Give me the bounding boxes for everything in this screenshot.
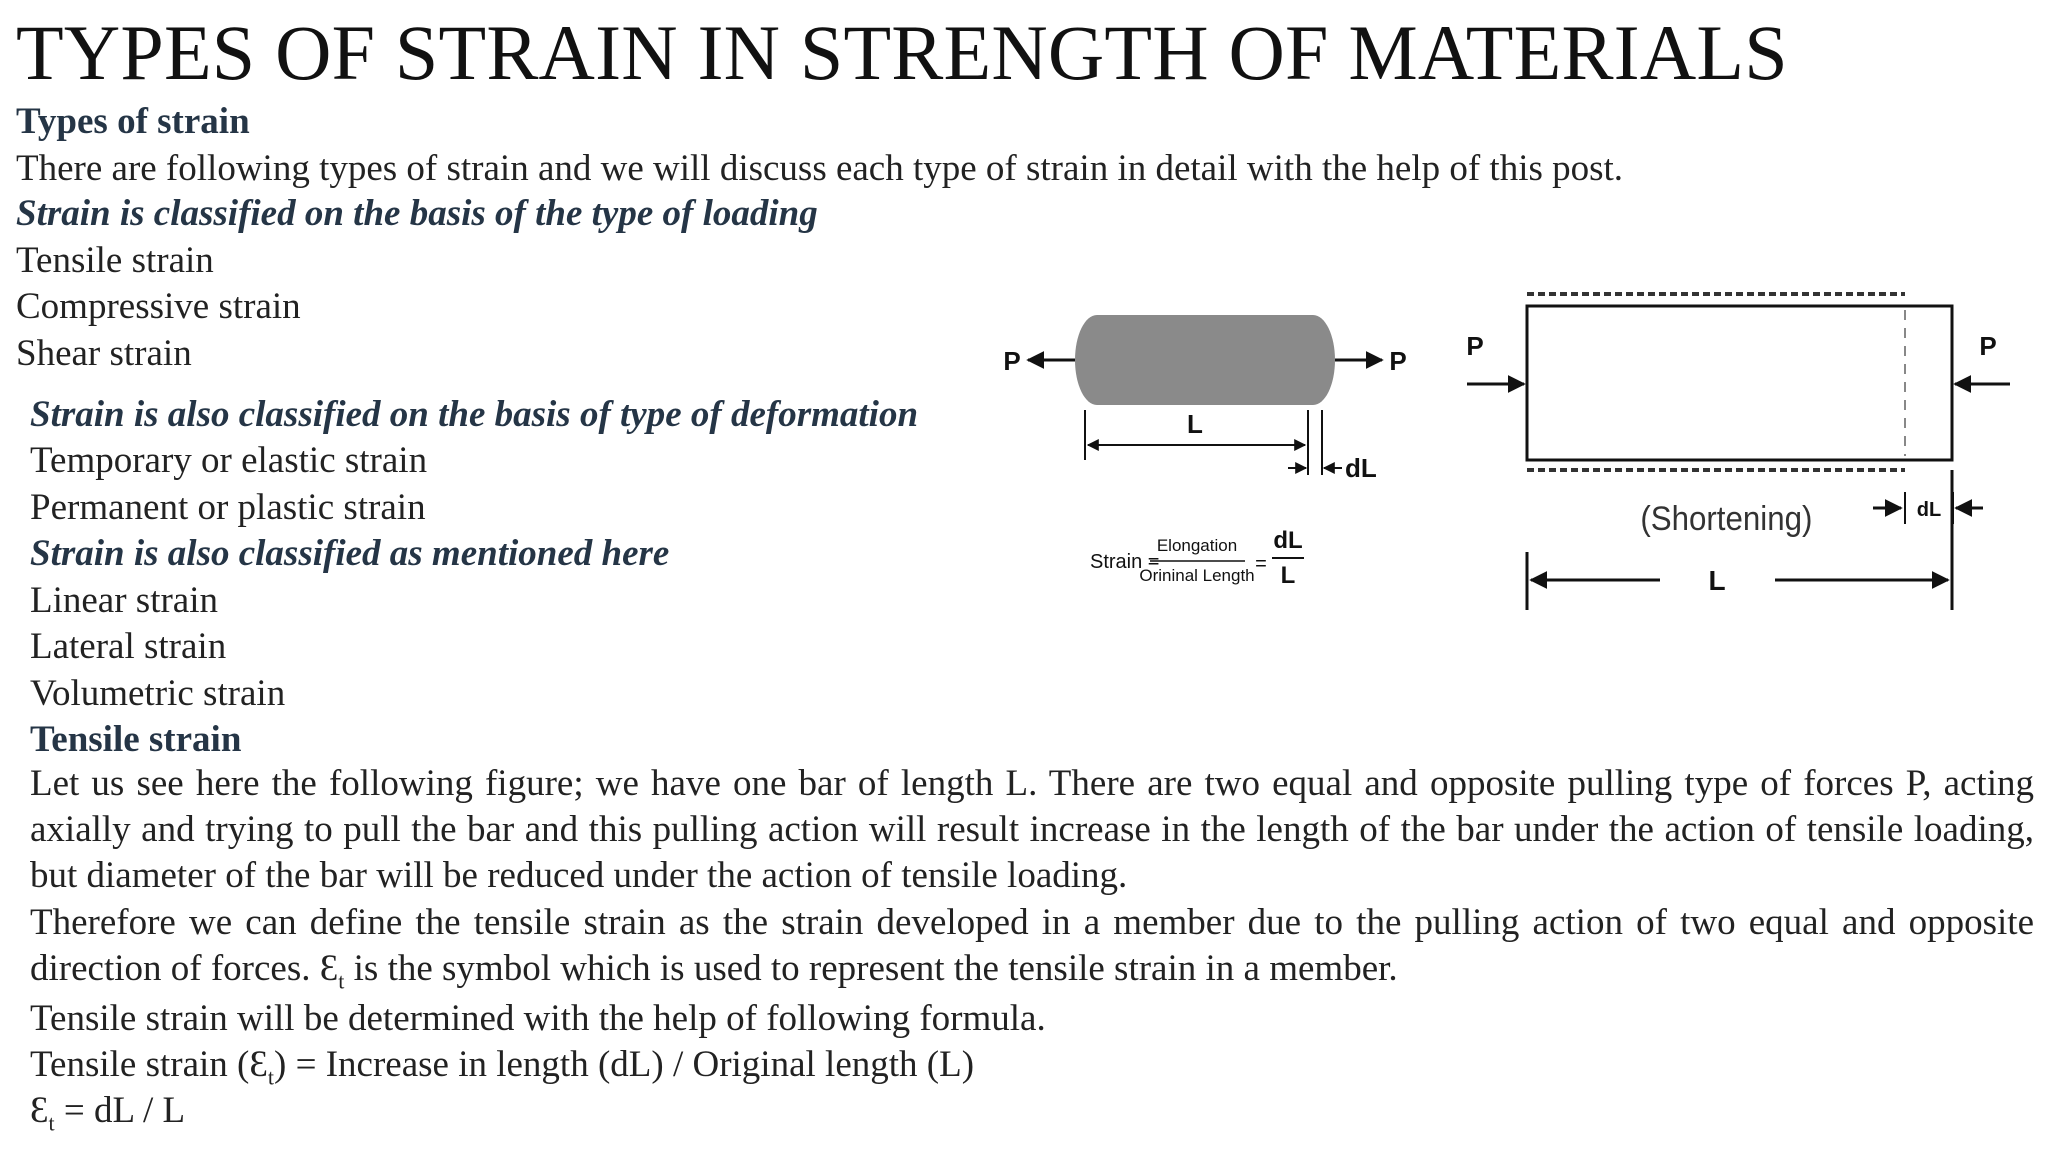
- delta-label: dL: [1345, 453, 1377, 483]
- list-item: Compressive strain: [16, 286, 301, 327]
- list-item: Temporary or elastic strain: [30, 440, 428, 481]
- tension-bar: [1075, 315, 1335, 405]
- strain-subscript: t: [267, 1064, 275, 1090]
- formula-denominator: Orininal Length: [1139, 566, 1254, 585]
- list-item: Tensile strain: [16, 240, 214, 281]
- list-item: Volumetric strain: [30, 673, 286, 714]
- force-left-label: P: [1466, 331, 1483, 361]
- strain-symbol: Ɛ: [249, 1044, 268, 1085]
- compression-member: [1525, 304, 1954, 462]
- formula-word-end: ) = Increase in length (dL) / Original l…: [274, 1044, 975, 1085]
- formula-numerator: Elongation: [1157, 536, 1237, 555]
- tensile-paragraph-2: Therefore we can define the tensile stra…: [30, 900, 2034, 992]
- strain-symbol: Ɛ: [30, 1090, 49, 1131]
- tensile-strain-heading: Tensile strain: [30, 719, 242, 760]
- list-item: Lateral strain: [30, 626, 227, 667]
- deformation-classification-heading: Strain is also classified on the basis o…: [30, 394, 919, 435]
- other-classification-heading: Strain is also classified as mentioned h…: [30, 533, 670, 574]
- force-right-label: P: [1389, 346, 1406, 376]
- formula-symbolic-end: = dL / L: [54, 1090, 186, 1131]
- section-heading: Types of strain: [16, 101, 250, 142]
- page-title: TYPES OF STRAIN IN STRENGTH OF MATERIALS: [16, 9, 1788, 96]
- length-label: L: [1187, 409, 1203, 439]
- strain-label: Strain =: [1090, 551, 1159, 573]
- paragraph-2-start: Therefore we can define the tensile stra…: [30, 902, 2034, 989]
- length-label: L: [1708, 565, 1725, 596]
- loading-classification-heading: Strain is classified on the basis of the…: [16, 193, 818, 234]
- intro-text: There are following types of strain and …: [16, 148, 1624, 189]
- delta-label: dL: [1917, 499, 1941, 521]
- list-item: Linear strain: [30, 580, 218, 621]
- list-item: Permanent or plastic strain: [30, 487, 426, 528]
- formula-intro: Tensile strain will be determined with t…: [30, 998, 1046, 1039]
- formula-word: Tensile strain (Ɛt) = Increase in length…: [30, 1044, 975, 1088]
- list-item: Shear strain: [16, 333, 192, 374]
- strain-symbol: Ɛ: [319, 948, 339, 989]
- formula-symbolic: Ɛt = dL / L: [30, 1090, 186, 1134]
- force-left-label: P: [1003, 346, 1020, 376]
- ratio-denominator: L: [1281, 562, 1296, 589]
- compression-diagram: P P (Shortening) dL L: [1466, 292, 2010, 610]
- ratio-numerator: dL: [1273, 527, 1302, 554]
- strain-subscript: t: [48, 1110, 55, 1136]
- strain-subscript: t: [338, 968, 345, 994]
- formula-word-start: Tensile strain (: [30, 1044, 250, 1085]
- paragraph-2-end: is the symbol which is used to represent…: [344, 948, 1398, 989]
- tensile-paragraph-1: Let us see here the following figure; we…: [30, 763, 2034, 896]
- tension-diagram: P P L dL Strain = Elongation Orininal Le…: [1003, 315, 1407, 589]
- equals-sign: =: [1255, 553, 1267, 575]
- shortening-label: (Shortening): [1640, 499, 1812, 538]
- force-right-label: P: [1979, 331, 1996, 361]
